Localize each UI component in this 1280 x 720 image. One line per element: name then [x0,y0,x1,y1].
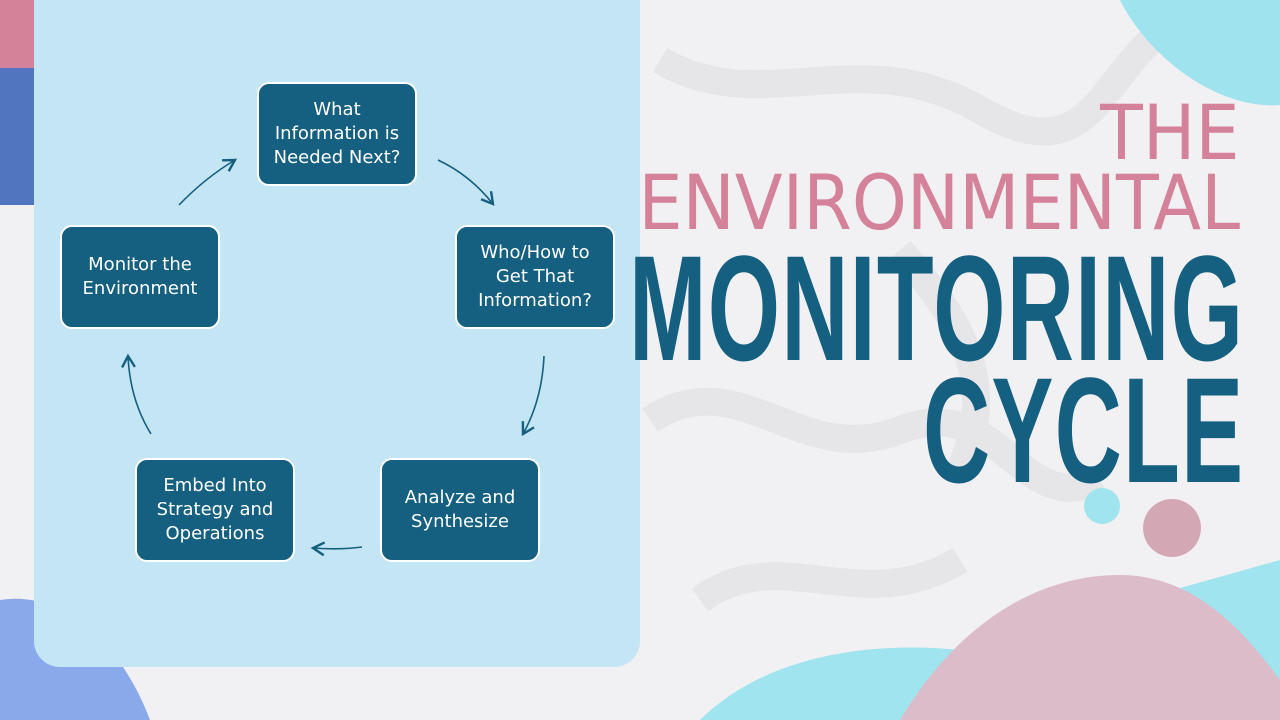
title-the: THE [1100,88,1240,177]
arrow-4-to-5 [121,353,152,435]
step-who-how-get-information: Who/How to Get That Information? [455,225,615,329]
arrow-3-to-4 [310,541,363,557]
arrow-2-to-3 [521,355,545,437]
pink-dot [1143,499,1201,557]
arrow-5-to-1 [178,158,238,206]
swirl-pattern [642,7,1187,612]
pink-blob-bottom [900,575,1280,720]
step-embed-strategy-operations: Embed Into Strategy and Operations [135,458,295,562]
step-what-information-needed: What Information is Needed Next? [257,82,417,186]
title-environmental: ENVIRONMENTAL [638,158,1240,247]
title-cycle: CYCLE [922,346,1244,514]
blue-edge-shape [0,68,34,205]
arrow-1-to-2 [437,159,495,206]
step-analyze-synthesize: Analyze and Synthesize [380,458,540,562]
pink-edge-shape [0,0,34,68]
cyan-blob-top [1120,0,1280,106]
step-monitor-environment: Monitor the Environment [60,225,220,329]
cyan-dot [1084,488,1120,524]
title-monitoring: MONITORING [628,224,1244,392]
